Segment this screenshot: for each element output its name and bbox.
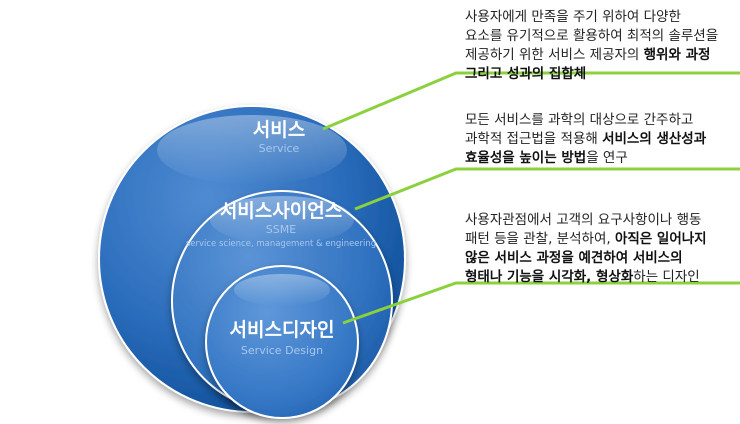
science-desc-line3-bold: 효율성을 높이는 방법	[465, 150, 587, 166]
design-subtitle: Service Design	[241, 344, 323, 357]
design-circle	[205, 265, 359, 419]
design-description: 사용자관점에서 고객의 요구사항이나 행동 패턴 등을 관찰, 분석하여, 아직…	[465, 211, 707, 287]
science-desc-line2-normal: 과학적 접근법을 적용해	[465, 131, 603, 147]
service-desc-line4: 그리고 성과의 집합체	[465, 65, 718, 84]
science-desc-line2-bold: 서비스의 생산성과	[602, 131, 707, 147]
service-desc-line2: 요소를 유기적으로 활용하여 최적의 솔루션을	[465, 28, 719, 44]
design-desc-line4-normal: 하는 디자인	[633, 269, 700, 285]
design-title: 서비스디자인	[230, 319, 335, 341]
science-description: 모든 서비스를 과학의 대상으로 간주하고 과학적 접근법을 적용해 서비스의 …	[465, 111, 706, 168]
connector-service	[322, 71, 740, 131]
service-description: 사용자에게 만족을 주기 위하여 다양한 요소를 유기적으로 활용하여 최적의 …	[465, 8, 718, 84]
design-desc-line3-bold: 않은 서비스 과정을 예견하여 서비스의	[465, 250, 683, 266]
service-desc-line3-bold: 행위와 과정	[643, 47, 711, 63]
service-title: 서비스	[253, 119, 305, 141]
design-desc-line2-normal: 패턴 등을 관찰, 분석하여,	[465, 231, 615, 247]
science-desc-line3: 효율성을 높이는 방법을 연구	[465, 149, 706, 168]
science-desc-line3-normal: 을 연구	[586, 150, 628, 166]
design-desc-line4-bold: 형태나 기능을 시각화, 형상화	[465, 269, 634, 285]
service-subtitle: Service	[259, 142, 300, 155]
service-desc-line4-bold: 그리고 성과의 집합체	[465, 66, 587, 82]
science-desc-line1: 모든 서비스를 과학의 대상으로 간주하고	[465, 112, 694, 128]
service-desc-line3-normal: 제공하기 위한 서비스 제공자의	[465, 47, 644, 63]
science-desc-line2: 과학적 접근법을 적용해 서비스의 생산성과	[465, 130, 706, 149]
science-subtitle: SSME	[266, 223, 296, 236]
connector-design	[342, 281, 740, 325]
design-desc-line2-bold: 아직은 일어나지	[614, 231, 707, 247]
design-desc-line2: 패턴 등을 관찰, 분석하여, 아직은 일어나지	[465, 230, 707, 249]
service-desc-line3: 제공하기 위한 서비스 제공자의 행위와 과정	[465, 46, 718, 65]
connector-science	[354, 167, 740, 211]
service-desc-line1: 사용자에게 만족을 주기 위하여 다양한	[465, 9, 681, 25]
design-desc-line3: 않은 서비스 과정을 예견하여 서비스의	[465, 249, 707, 268]
science-detail: service science, management & engineerin…	[186, 239, 376, 249]
design-desc-line4: 형태나 기능을 시각화, 형상화하는 디자인	[465, 268, 707, 287]
science-title: 서비스사이언스	[220, 200, 342, 222]
design-desc-line1: 사용자관점에서 고객의 요구사항이나 행동	[465, 212, 702, 228]
